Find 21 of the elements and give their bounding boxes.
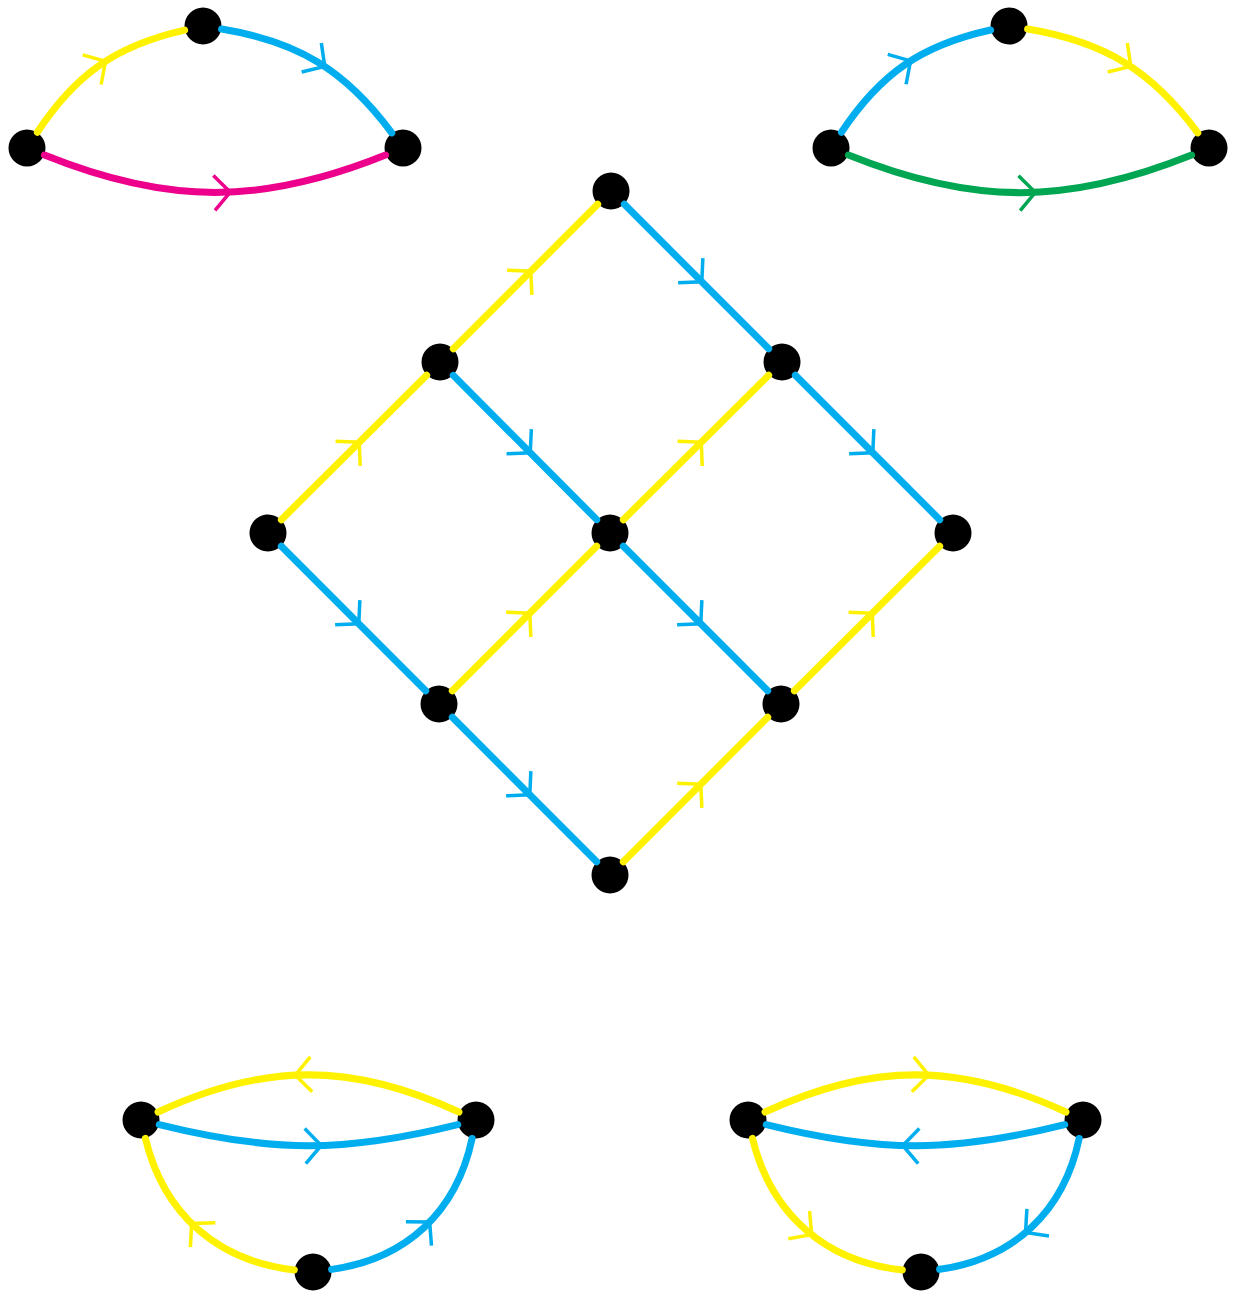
- dot: [249, 514, 287, 552]
- dot: [294, 1253, 332, 1291]
- dot: [762, 685, 800, 723]
- dot: [934, 514, 972, 552]
- dot: [420, 685, 458, 723]
- dot: [729, 1101, 767, 1139]
- dot: [812, 129, 850, 167]
- dot: [591, 514, 629, 552]
- dot: [8, 129, 46, 167]
- dot: [184, 7, 222, 45]
- dot: [591, 856, 629, 894]
- dot: [1190, 129, 1228, 167]
- dot: [421, 343, 459, 381]
- dot: [592, 172, 630, 210]
- dot: [122, 1101, 160, 1139]
- dot: [763, 343, 801, 381]
- dot: [384, 129, 422, 167]
- dot: [1064, 1101, 1102, 1139]
- dot: [457, 1101, 495, 1139]
- dot: [902, 1253, 940, 1291]
- dot: [990, 7, 1028, 45]
